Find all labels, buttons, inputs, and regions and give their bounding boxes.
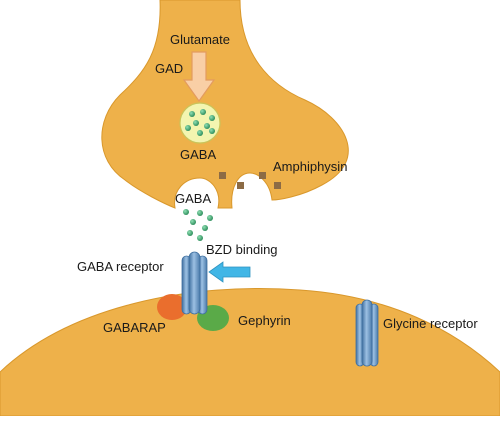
gaba-molecule [207, 215, 213, 221]
gaba-molecule [189, 111, 195, 117]
amphiphysin-marker [237, 182, 244, 189]
receptor-subunit [188, 251, 201, 315]
label-gaba-release: GABA [175, 191, 211, 206]
label-bzd-binding: BZD binding [206, 242, 278, 257]
gaba-molecule [183, 209, 189, 215]
glycine-receptor [355, 299, 379, 367]
amphiphysin-marker [274, 182, 281, 189]
gaba-molecule [197, 235, 203, 241]
vesicle-gaba-dots [185, 109, 215, 136]
presynaptic-terminal [101, 0, 349, 209]
gaba-molecule [209, 115, 215, 121]
amphiphysin-markers [219, 172, 281, 189]
gaba-vesicle [179, 102, 221, 144]
gaba-molecule [193, 120, 199, 126]
gaba-molecule [197, 130, 203, 136]
gaba-molecule [200, 109, 206, 115]
gaba-molecule [190, 219, 196, 225]
label-gabarap: GABARAP [103, 320, 166, 335]
gad-arrow [182, 51, 216, 103]
label-gephyrin: Gephyrin [238, 313, 291, 328]
label-amphiphysin: Amphiphysin [273, 159, 347, 174]
label-gaba-vesicle: GABA [180, 147, 216, 162]
gaba-receptor [181, 251, 208, 315]
label-gad: GAD [155, 61, 183, 76]
label-gaba-receptor: GABA receptor [77, 259, 164, 274]
postsynaptic-cell [0, 288, 500, 417]
label-glutamate: Glutamate [170, 32, 230, 47]
gaba-molecule [204, 123, 210, 129]
released-gaba-dots [183, 209, 213, 241]
gaba-molecule [209, 128, 215, 134]
gabarap-protein [157, 294, 187, 320]
amphiphysin-marker [219, 172, 226, 179]
bzd-binding-arrow [208, 261, 251, 283]
gaba-molecule [197, 210, 203, 216]
gaba-molecule [202, 225, 208, 231]
gaba-molecule [185, 125, 191, 131]
label-glycine-receptor: Glycine receptor [383, 316, 478, 331]
amphiphysin-marker [259, 172, 266, 179]
receptor-subunit [361, 299, 373, 367]
gaba-molecule [187, 230, 193, 236]
